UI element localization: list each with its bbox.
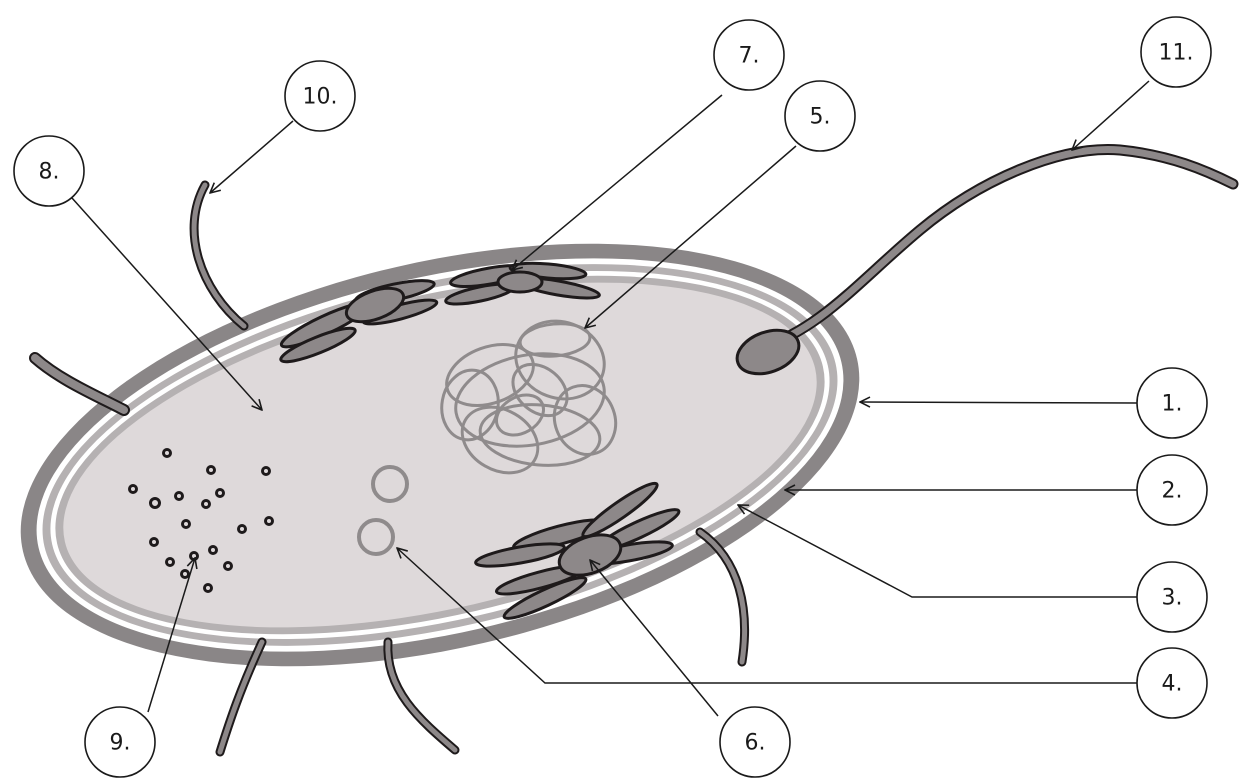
- label-11: 11.: [1141, 17, 1211, 87]
- label-7: 7.: [714, 20, 784, 90]
- label-8: 8.: [14, 136, 84, 206]
- leader-line-3: [738, 505, 1137, 597]
- label-2-text: 2.: [1162, 479, 1183, 504]
- pilus-top: [194, 185, 244, 326]
- leader-line-1: [860, 402, 1137, 403]
- label-6-text: 6.: [745, 731, 766, 756]
- label-3: 3.: [1137, 562, 1207, 632]
- label-4: 4.: [1137, 648, 1207, 718]
- leader-line-11: [1072, 81, 1149, 150]
- label-9: 9.: [85, 707, 155, 777]
- label-5: 5.: [785, 81, 855, 151]
- label-6: 6.: [720, 707, 790, 777]
- label-9-text: 9.: [110, 731, 131, 756]
- label-1: 1.: [1137, 368, 1207, 438]
- pilus-left: [35, 358, 124, 410]
- label-7-text: 7.: [739, 44, 760, 69]
- label-11-text: 11.: [1159, 41, 1194, 66]
- label-10-text: 10.: [303, 85, 338, 110]
- label-5-text: 5.: [810, 105, 831, 130]
- label-8-text: 8.: [39, 160, 60, 185]
- label-2: 2.: [1137, 455, 1207, 525]
- leader-line-10: [210, 121, 293, 193]
- label-3-text: 3.: [1162, 586, 1183, 611]
- leader-line-7: [512, 95, 722, 270]
- label-4-text: 4.: [1162, 672, 1183, 697]
- cell-body: [0, 171, 900, 740]
- label-10: 10.: [285, 61, 355, 131]
- label-1-text: 1.: [1162, 392, 1183, 417]
